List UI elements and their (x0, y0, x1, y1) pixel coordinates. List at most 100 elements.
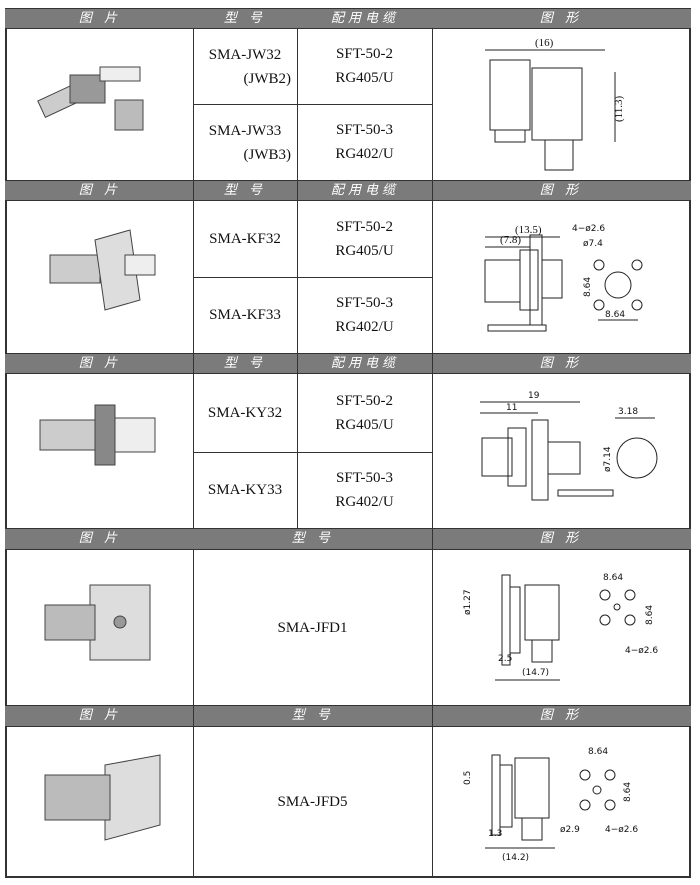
cable-type: SFT-50-2 (336, 393, 393, 409)
cable-type: RG402/U (335, 146, 394, 162)
divider (432, 28, 433, 878)
cable-type: SFT-50-3 (336, 122, 393, 138)
dimension-label: (14.7) (522, 668, 549, 678)
divider (193, 28, 194, 528)
dimension-label: 3.18 (618, 407, 638, 417)
product-photo (44, 754, 161, 841)
cable-type: RG405/U (335, 417, 394, 433)
header-row: 图 片 型 号 图 形 (5, 705, 691, 727)
model-alias: (JWB2) (243, 71, 292, 87)
dimension-label: 2.5 (498, 654, 512, 664)
model-alias: (JWB3) (243, 147, 292, 163)
cable-type: RG405/U (335, 70, 394, 86)
header-drawing: 图 形 (539, 531, 583, 546)
model-name: SMA-KY32 (207, 405, 283, 421)
product-photo (37, 66, 144, 131)
cable-type: RG402/U (335, 494, 394, 510)
header-drawing: 图 形 (539, 11, 583, 26)
model-cell: SMA-JW33 (JWB3) (193, 108, 297, 178)
model-cell: SMA-KY33 (193, 452, 297, 528)
header-photo: 图 片 (78, 531, 122, 546)
cable-type: SFT-50-2 (336, 46, 393, 62)
model-cell: SMA-KY32 (193, 374, 297, 452)
model-cell: SMA-KF33 (193, 277, 297, 353)
divider (193, 549, 194, 877)
product-photo (49, 229, 156, 311)
technical-drawing: (13.5) (7.8) 4−ø2.6 ø7.4 8.64 8.64 (484, 224, 643, 332)
dimension-label: ø1.27 (463, 589, 473, 615)
technical-drawing: 19 11 3.18 ø7.14 (480, 391, 658, 501)
dimension-label: ø2.9 (560, 825, 580, 835)
divider (193, 277, 432, 278)
product-photo (44, 584, 151, 661)
header-model: 型 号 (223, 356, 267, 371)
header-model: 型 号 (291, 531, 335, 546)
cable-type: RG405/U (335, 243, 394, 259)
model-cell: SMA-JFD1 (193, 550, 432, 705)
dimension-label: (14.2) (502, 853, 529, 863)
dimension-label: 19 (528, 391, 540, 401)
dimension-label: 4−ø2.6 (625, 646, 658, 656)
header-drawing: 图 形 (539, 708, 583, 723)
header-photo: 图 片 (78, 356, 122, 371)
header-photo: 图 片 (78, 708, 122, 723)
technical-drawing: 0.5 8.64 8.64 1.3 ø2.9 4−ø2.6 (14.2) (463, 747, 638, 863)
header-cable: 配用电缆 (330, 11, 400, 26)
model-cell: SMA-KF32 (193, 201, 297, 277)
divider (193, 104, 432, 105)
dimension-label: (13.5) (515, 224, 542, 236)
cable-type: RG402/U (335, 319, 394, 335)
dimension-label: (7.8) (500, 234, 521, 246)
model-name: SMA-JFD1 (277, 619, 348, 636)
header-model: 型 号 (291, 708, 335, 723)
divider (193, 452, 432, 453)
model-cell: SMA-JW32 (JWB2) (193, 32, 297, 102)
dimension-label: 8.64 (605, 310, 625, 320)
cable-type: SFT-50-3 (336, 295, 393, 311)
header-row: 图 片 型 号 图 形 (5, 528, 691, 550)
header-row: 图 片 型 号 配用电缆 图 形 (5, 180, 691, 201)
header-row: 图 片 型 号 配用电缆 图 形 (5, 8, 691, 29)
dimension-label: 4−ø2.6 (605, 825, 638, 835)
dimension-label: 8.64 (583, 277, 593, 297)
dimension-label: 8.64 (623, 782, 633, 802)
header-cable: 配用电缆 (330, 356, 400, 371)
header-model: 型 号 (223, 183, 267, 198)
dimension-label: 11 (506, 403, 517, 413)
header-drawing: 图 形 (539, 356, 583, 371)
dimension-label: 8.64 (588, 747, 608, 757)
cable-type: SFT-50-2 (336, 219, 393, 235)
technical-drawing: (16) (11.3) (485, 37, 625, 171)
model-name: SMA-JW32 (208, 47, 282, 63)
dimension-label: ø7.4 (583, 239, 603, 249)
model-name: SMA-JFD5 (277, 794, 348, 810)
model-name: SMA-KF33 (209, 307, 281, 323)
header-photo: 图 片 (78, 183, 122, 198)
header-photo: 图 片 (78, 11, 122, 26)
dimension-label: 4−ø2.6 (572, 224, 605, 234)
dimension-label: (11.3) (613, 95, 625, 122)
cable-type: SFT-50-3 (336, 470, 393, 486)
model-cell: SMA-JFD5 (193, 727, 432, 877)
header-cable: 配用电缆 (330, 183, 400, 198)
divider (297, 28, 298, 528)
product-photo (39, 404, 156, 466)
dimension-label: (16) (535, 37, 554, 49)
dimension-label: 8.64 (603, 573, 623, 583)
technical-drawing: ø1.27 8.64 8.64 4−ø2.6 2.5 (14.7) (463, 573, 658, 681)
header-model: 型 号 (223, 11, 267, 26)
dimension-label: ø7.14 (603, 446, 613, 472)
header-row: 图 片 型 号 配用电缆 图 形 (5, 353, 691, 374)
model-name: SMA-KY33 (207, 482, 283, 498)
header-drawing: 图 形 (539, 183, 583, 198)
model-name: SMA-JW33 (208, 123, 282, 139)
dimension-label: 8.64 (645, 605, 655, 625)
dimension-label: 0.5 (463, 771, 473, 785)
dimension-label: 1.3 (488, 829, 502, 839)
